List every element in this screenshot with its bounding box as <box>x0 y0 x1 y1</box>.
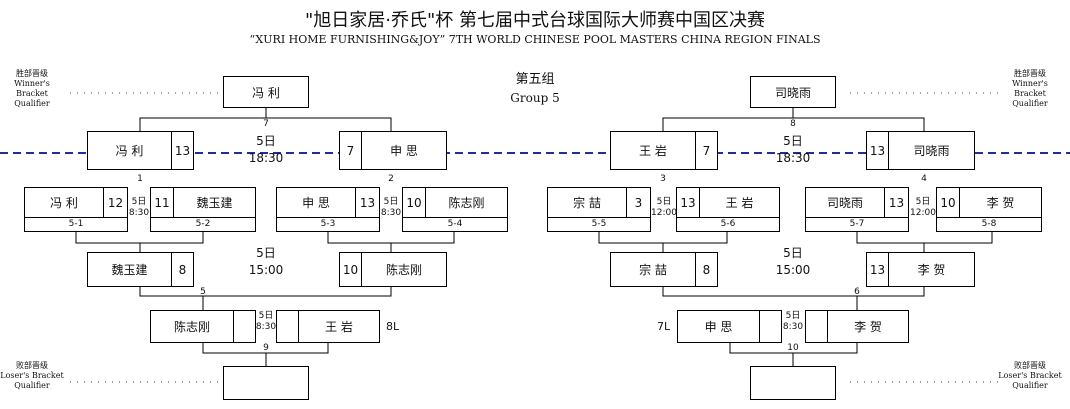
group-title: 第五组 <box>515 72 555 87</box>
match-slot: 李 贺 <box>805 310 909 343</box>
match-number: 6 <box>854 287 860 297</box>
match-slot: 宗 喆 8 <box>610 252 718 287</box>
drop-label: 8L <box>386 320 400 333</box>
loser-qualifier-box-right <box>750 366 836 400</box>
match-number: 1 <box>137 174 143 184</box>
match-slot: 陈志刚 <box>150 310 256 343</box>
match-slot: 冯 利 13 <box>87 131 194 170</box>
match-slot: 王 岩 <box>276 310 380 343</box>
match-number: 9 <box>263 343 269 353</box>
match-slot: 10 陈志刚 <box>339 252 447 287</box>
match-slot: 王 岩 7 <box>610 131 718 170</box>
match-slot: 11 魏玉建 5-2 <box>150 187 256 232</box>
match-number: 8 <box>790 119 796 129</box>
match-number: 10 <box>787 343 799 353</box>
match-number: 5 <box>200 287 206 297</box>
winner-qualifier-box-left: 冯 利 <box>223 76 309 108</box>
match-slot: 13 李 贺 <box>866 252 975 287</box>
match-slot: 宗 喆 3 5-5 <box>547 187 651 232</box>
page-title: "旭日家居·乔氏"杯 第七届中式台球国际大师赛中国区决赛 <box>305 10 765 31</box>
match-slot: 申 思 <box>677 310 782 343</box>
match-number: 3 <box>660 174 666 184</box>
match-number: 7 <box>263 119 269 129</box>
page-subtitle: “XURI HOME FURNISHING&JOY” 7TH WORLD CHI… <box>249 33 821 46</box>
match-slot: 10 李 贺 5-8 <box>936 187 1042 232</box>
winner-qualifier-box-right: 司晓雨 <box>750 76 836 108</box>
match-slot: 冯 利 12 5-1 <box>24 187 128 232</box>
loser-qualifier-box-left <box>223 366 309 400</box>
match-number: 2 <box>388 174 394 184</box>
match-slot: 10 陈志刚 5-4 <box>402 187 508 232</box>
match-slot: 魏玉建 8 <box>87 252 194 287</box>
match-slot: 13 王 岩 5-6 <box>676 187 780 232</box>
drop-label: 7L <box>657 320 671 333</box>
match-slot: 司晓雨 13 5-7 <box>805 187 909 232</box>
match-slot: 7 申 思 <box>339 131 447 170</box>
match-slot: 申 思 13 5-3 <box>276 187 380 232</box>
match-number: 4 <box>921 174 927 184</box>
match-slot: 13 司晓雨 <box>866 131 975 170</box>
group-subtitle: Group 5 <box>510 91 560 105</box>
